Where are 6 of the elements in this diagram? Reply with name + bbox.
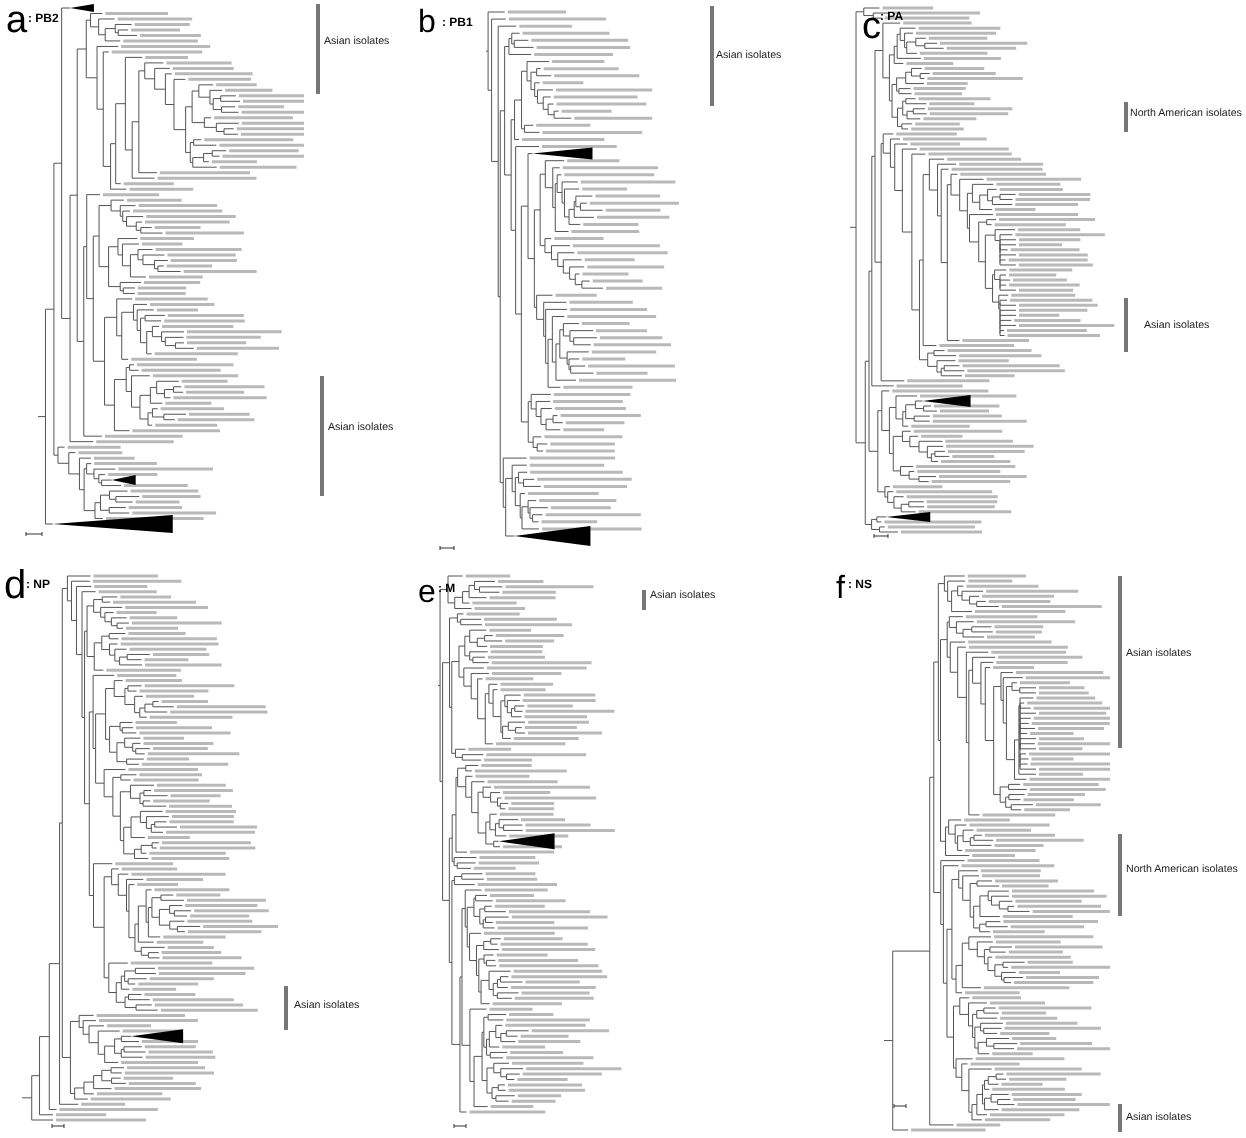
panel-letter: a xyxy=(6,2,28,40)
panel-letter: e xyxy=(418,577,436,609)
panel-letter: b xyxy=(418,7,436,39)
panel-letter: f xyxy=(836,573,845,605)
panel-letter: c xyxy=(862,8,881,46)
panel-letter: d xyxy=(4,566,27,606)
